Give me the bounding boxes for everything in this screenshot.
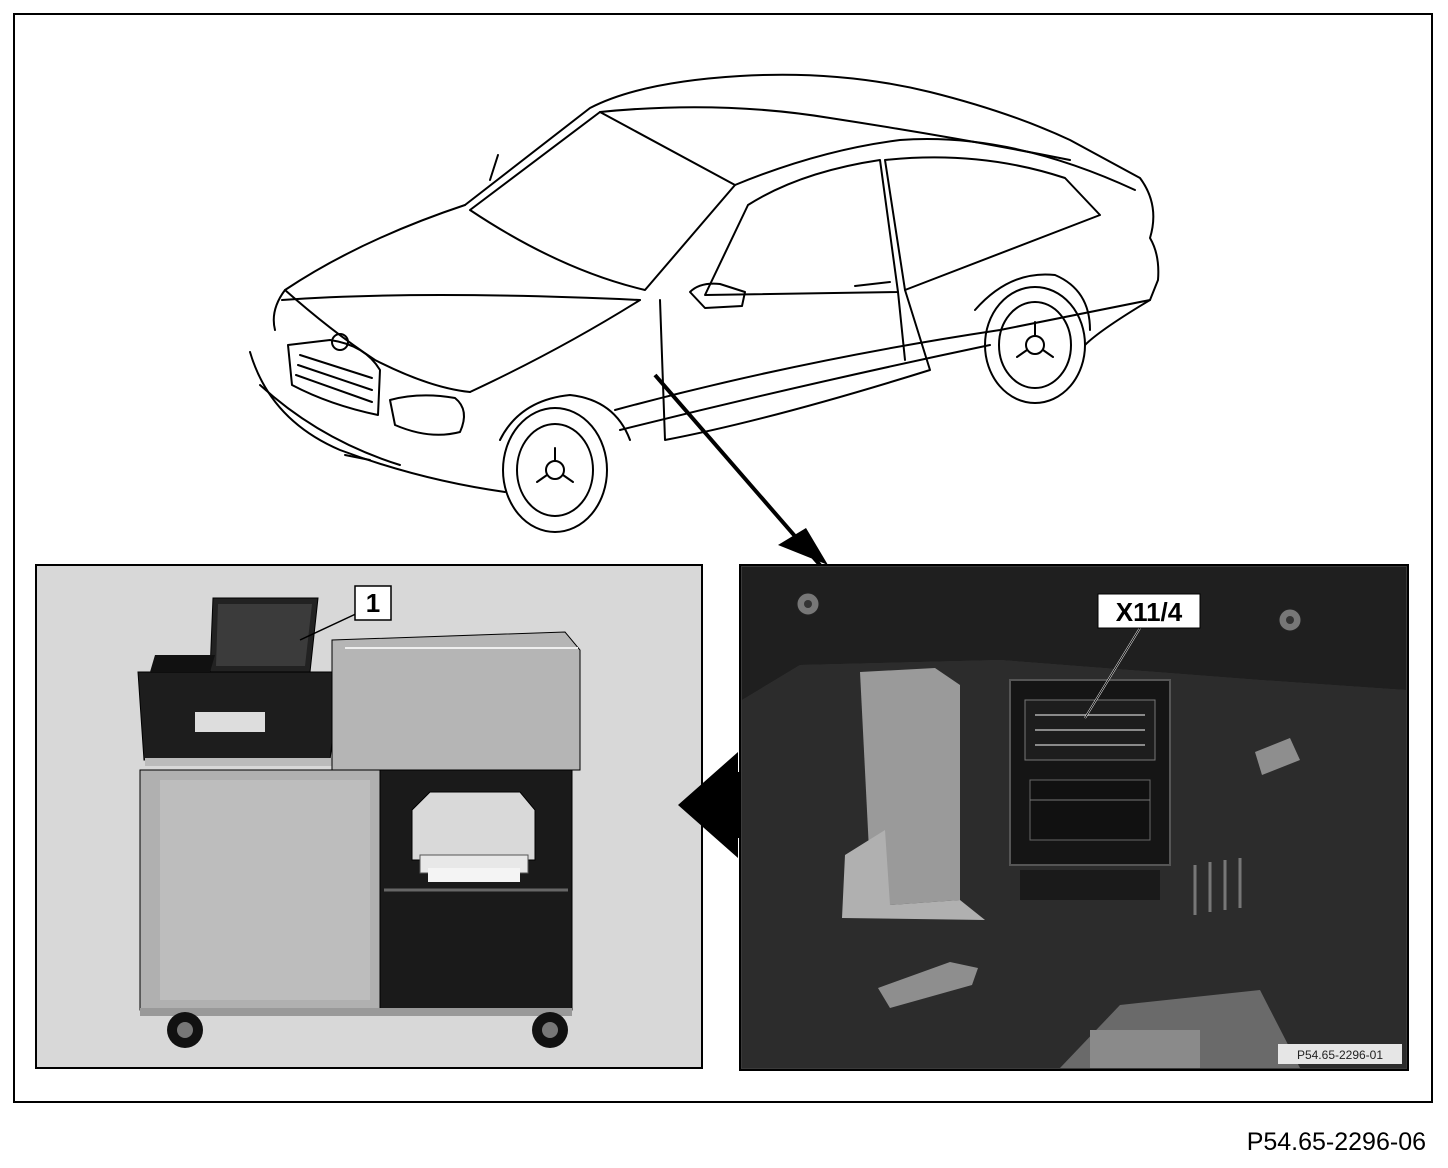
car-illustration — [249, 73, 1160, 533]
figure-reference: P54.65-2296-06 — [1246, 1128, 1426, 1156]
callout-1: 1 — [366, 588, 380, 618]
diagnosis-cart-panel: 1 — [35, 564, 703, 1069]
photo-reference: P54.65-2296-01 — [1297, 1048, 1383, 1062]
connector-photo-panel: X11/4 P54.65-2296-01 — [739, 564, 1409, 1071]
left-arrow — [678, 752, 752, 858]
pointer-head — [778, 528, 828, 565]
pointer-line — [653, 373, 822, 567]
connector-label: X11/4 — [1116, 597, 1183, 627]
